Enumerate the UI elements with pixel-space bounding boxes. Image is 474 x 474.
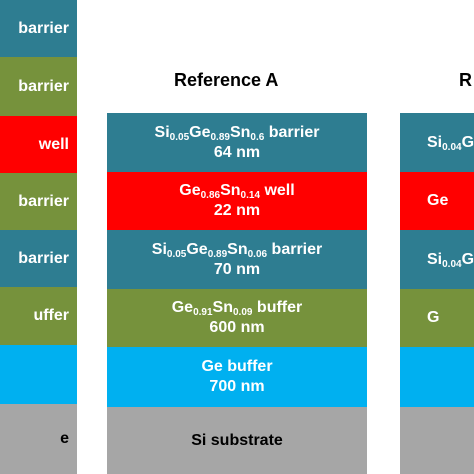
left-layer-label: uffer — [33, 307, 69, 324]
left-layer-label: barrier — [18, 249, 69, 267]
layer-thickness: 64 nm — [213, 143, 261, 161]
left-layer-label: well — [38, 135, 69, 153]
layer-thickness: 22 nm — [213, 202, 261, 219]
left-layer-barrier-2: barrier — [0, 57, 77, 116]
layer-formula: Si0.05Ge0.89Sn0.06 barrier — [151, 240, 323, 260]
layer-thickness: 700 nm — [209, 378, 265, 395]
layer-barrier-bottom: Si0.05Ge0.89Sn0.06 barrier 70 nm — [107, 230, 367, 289]
right-layer-barrier-top: Si0.04G — [400, 113, 474, 172]
stack-title-reference-a: Reference A — [174, 70, 279, 90]
left-layer-barrier-4: barrier — [0, 230, 77, 287]
left-layer-well: well — [0, 116, 77, 173]
layer-well: Ge0.86Sn0.14 well 22 nm — [107, 172, 367, 230]
stack-title-right: R — [459, 70, 472, 90]
left-layer-label: e — [60, 430, 69, 447]
layer-formula: Si0.04G — [427, 133, 474, 153]
left-layer-ge-buffer — [0, 345, 77, 404]
right-layer-well: Ge — [400, 172, 474, 230]
layer-si-substrate: Si substrate — [107, 407, 367, 474]
reference-a-layer-stack: Si0.05Ge0.89Sn0.6 barrier 64 nm Ge0.86Sn… — [107, 113, 367, 474]
layer-thickness: 600 nm — [209, 319, 265, 336]
layer-barrier-top: Si0.05Ge0.89Sn0.6 barrier 64 nm — [107, 113, 367, 172]
left-layer-label: barrier — [18, 77, 69, 95]
left-layer-buffer: uffer — [0, 287, 77, 345]
left-layer-label: barrier — [18, 19, 69, 37]
layer-formula: Ge0.86Sn0.14 well — [179, 182, 295, 201]
layer-formula: Si0.04G — [427, 250, 474, 270]
layer-formula: Ge0.91Sn0.09 buffer — [171, 299, 303, 318]
left-layer-barrier-3: barrier — [0, 173, 77, 230]
right-layer-stack: Si0.04G Ge Si0.04G G — [400, 113, 474, 474]
layer-formula: G — [427, 309, 440, 326]
layer-ge-buffer: Ge buffer 700 nm — [107, 347, 367, 407]
layer-formula: Ge — [427, 192, 449, 209]
right-layer-buffer: G — [400, 289, 474, 347]
left-layer-barrier-top: barrier — [0, 0, 77, 57]
layer-name: Ge buffer — [201, 358, 273, 375]
layer-gesn-buffer: Ge0.91Sn0.09 buffer 600 nm — [107, 289, 367, 347]
layer-name: Si substrate — [191, 431, 283, 449]
layer-formula: Si0.05Ge0.89Sn0.6 barrier — [154, 123, 320, 143]
left-layer-substrate: e — [0, 404, 77, 474]
right-layer-barrier-bottom: Si0.04G — [400, 230, 474, 289]
layer-thickness: 70 nm — [213, 260, 261, 278]
left-layer-stack: barrier barrier well barrier barrier uff… — [0, 0, 77, 474]
right-layer-ge-buffer — [400, 347, 474, 407]
left-layer-label: barrier — [18, 192, 69, 210]
right-layer-substrate — [400, 407, 474, 474]
